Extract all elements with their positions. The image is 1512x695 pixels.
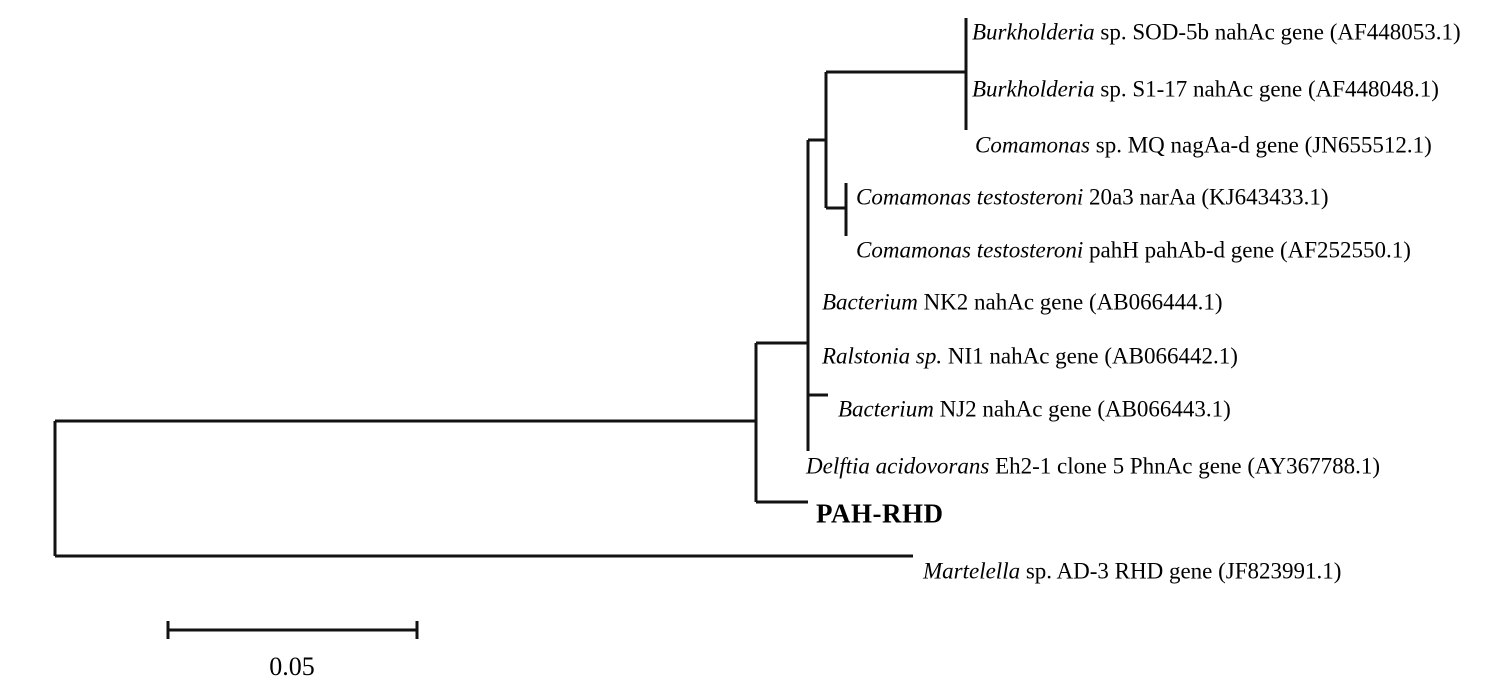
taxon-text: NK2 nahAc gene (AB066444.1) <box>917 289 1223 315</box>
taxon-genus-italic: Delftia acidovorans <box>806 453 990 479</box>
taxon-genus-italic: Burkholderia <box>972 76 1095 102</box>
taxon-genus-italic: Burkholderia <box>972 19 1095 45</box>
taxon-text: NI1 nahAc gene (AB066442.1) <box>942 343 1238 369</box>
taxon-label-burkholderia-sod5b: Burkholderia sp. SOD-5b nahAc gene (AF44… <box>972 21 1461 44</box>
scale-bar-label: 0.05 <box>269 652 315 681</box>
taxon-genus-italic: Comamonas <box>975 132 1091 158</box>
taxon-label-bacterium-nj2: Bacterium NJ2 nahAc gene (AB066443.1) <box>838 398 1231 421</box>
taxon-label-comamonas-testosteroni-20a3: Comamonas testosteroni 20a3 narAa (KJ643… <box>856 186 1329 209</box>
taxon-text: sp. SOD-5b nahAc gene (AF448053.1) <box>1094 19 1461 45</box>
taxon-text: pahH pahAb-d gene (AF252550.1) <box>1083 237 1411 263</box>
taxon-text: sp. S1-17 nahAc gene (AF448048.1) <box>1094 76 1439 102</box>
taxon-text: Eh2-1 clone 5 PhnAc gene (AY367788.1) <box>989 453 1381 479</box>
taxon-label-martelella-ad3: Martelella sp. AD-3 RHD gene (JF823991.1… <box>923 560 1341 583</box>
taxon-genus-italic: Bacterium <box>838 396 934 422</box>
taxon-genus-italic: Bacterium <box>822 289 918 315</box>
taxon-label-pah-rhd: PAH-RHD <box>816 498 944 529</box>
taxon-genus-italic: Comamonas testosteroni <box>856 237 1084 263</box>
taxon-genus-italic: Comamonas testosteroni <box>856 184 1084 210</box>
taxon-genus-italic: Ralstonia sp. <box>822 343 943 369</box>
taxon-label-comamonas-mq: Comamonas sp. MQ nagAa-d gene (JN655512.… <box>975 134 1432 157</box>
taxon-text: PAH-RHD <box>816 498 944 529</box>
taxon-label-burkholderia-s1-17: Burkholderia sp. S1-17 nahAc gene (AF448… <box>972 78 1439 101</box>
taxon-label-ralstonia-ni1: Ralstonia sp. NI1 nahAc gene (AB066442.1… <box>822 345 1238 368</box>
taxon-text: 20a3 narAa (KJ643433.1) <box>1083 184 1329 210</box>
taxon-label-bacterium-nk2: Bacterium NK2 nahAc gene (AB066444.1) <box>822 291 1223 314</box>
taxon-text: sp. MQ nagAa-d gene (JN655512.1) <box>1090 132 1432 158</box>
taxon-text: sp. AD-3 RHD gene (JF823991.1) <box>1020 558 1342 584</box>
taxon-genus-italic: Martelella <box>923 558 1021 584</box>
taxon-label-delftia-acidovorans: Delftia acidovorans Eh2-1 clone 5 PhnAc … <box>806 455 1380 478</box>
taxon-label-comamonas-testosteroni-pahh: Comamonas testosteroni pahH pahAb-d gene… <box>856 239 1411 262</box>
taxon-text: NJ2 nahAc gene (AB066443.1) <box>933 396 1231 422</box>
